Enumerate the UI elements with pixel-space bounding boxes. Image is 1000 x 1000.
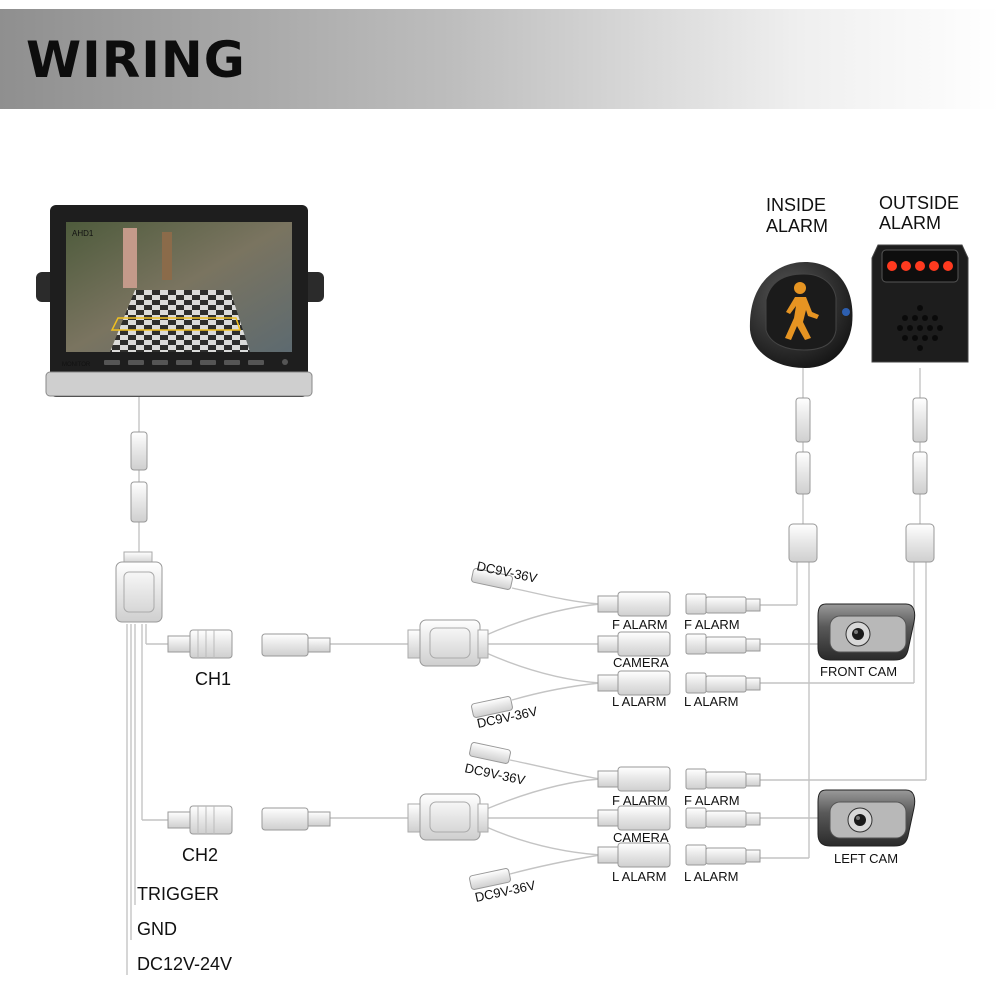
- main-splitter-box: [115, 551, 163, 623]
- trigger-wire-label: TRIGGER: [137, 884, 219, 904]
- ch1-camera-label: CAMERA: [613, 655, 669, 670]
- outside-alarm-label: OUTSIDE ALARM: [879, 193, 959, 233]
- ch1-port-labels: F ALARM F ALARM CAMERA L ALARM L ALARM: [612, 617, 740, 709]
- monitor-cable-connector: [130, 431, 148, 523]
- outside-alarm: [871, 244, 969, 363]
- led-strip-icon: [887, 261, 953, 271]
- gnd-wire-label: GND: [137, 919, 177, 939]
- svg-text:ALARM: ALARM: [879, 213, 941, 233]
- left-cam-label: LEFT CAM: [834, 851, 898, 866]
- ch1-connector: [167, 629, 233, 659]
- dc-barrel-plugs: [469, 568, 513, 890]
- svg-text:OUTSIDE: OUTSIDE: [879, 193, 959, 213]
- cable-runs: [126, 368, 927, 975]
- ch2-connector: [167, 805, 233, 835]
- monitor-brand: MONITOR: [62, 362, 91, 368]
- ch2-power-top-label: DC9V-36V: [463, 760, 527, 788]
- ch2-camera-label: CAMERA: [613, 830, 669, 845]
- svg-text:INSIDE: INSIDE: [766, 195, 826, 215]
- alarm-cable-connectors: [788, 397, 935, 563]
- svg-text:ALARM: ALARM: [766, 216, 828, 236]
- ch2-male-l-alarm-label: L ALARM: [684, 869, 738, 884]
- power-wire-label: DC12V-24V: [137, 954, 232, 974]
- monitor: AHD1 MONITOR: [36, 205, 324, 397]
- inside-alarm-label: INSIDE ALARM: [766, 195, 828, 236]
- ch1-female-f-alarm-label: F ALARM: [612, 617, 668, 632]
- ch1-male-l-alarm-label: L ALARM: [684, 694, 738, 709]
- left-camera: [817, 789, 916, 847]
- ch2-female-l-alarm-label: L ALARM: [612, 869, 666, 884]
- ch1-splitter-box: [407, 619, 489, 667]
- front-camera: [817, 603, 916, 661]
- pedestrian-icon: [785, 282, 819, 340]
- ch1-female-l-alarm-label: L ALARM: [612, 694, 666, 709]
- ch2-port-labels: F ALARM F ALARM CAMERA L ALARM L ALARM: [612, 793, 740, 884]
- ch2-female-f-alarm-label: F ALARM: [612, 793, 668, 808]
- speaker-grille-icon: [897, 305, 943, 351]
- ch2-splitter-box: [407, 793, 489, 841]
- header-banner: WIRING: [0, 9, 1000, 109]
- ch1-extension-plug: [261, 633, 331, 657]
- inside-alarm: [749, 262, 853, 368]
- monitor-buttons: [104, 359, 288, 365]
- front-cam-label: FRONT CAM: [820, 664, 897, 679]
- ch2-label: CH2: [182, 845, 218, 865]
- page-title: WIRING: [26, 31, 246, 89]
- ch2-extension-plug: [261, 807, 331, 831]
- port-connectors: [597, 591, 761, 868]
- ch1-label: CH1: [195, 669, 231, 689]
- ch2-male-f-alarm-label: F ALARM: [684, 793, 740, 808]
- ch1-male-f-alarm-label: F ALARM: [684, 617, 740, 632]
- monitor-channel-label: AHD1: [72, 229, 94, 238]
